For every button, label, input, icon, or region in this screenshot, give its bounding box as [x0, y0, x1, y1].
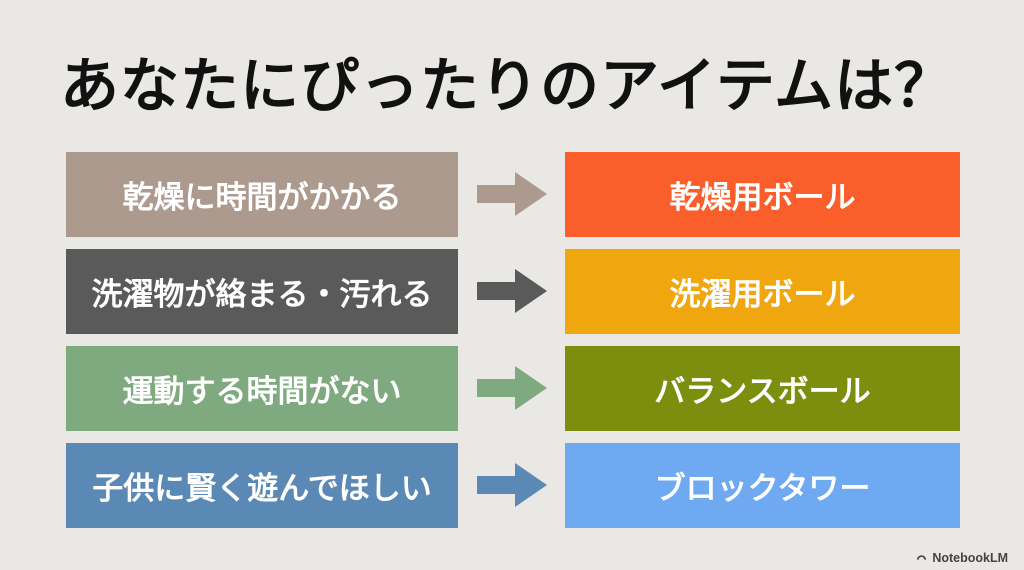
right-arrow-icon — [477, 269, 547, 313]
problem-box: 洗濯物が絡まる・汚れる — [66, 249, 458, 334]
right-arrow-icon — [477, 463, 547, 507]
notebooklm-label: NotebookLM — [932, 551, 1008, 565]
mapping-row: 子供に賢く遊んでほしい ブロックタワー — [0, 443, 1024, 528]
problem-box: 乾燥に時間がかかる — [66, 152, 458, 237]
problem-box: 運動する時間がない — [66, 346, 458, 431]
notebooklm-icon — [917, 554, 927, 560]
item-box: 洗濯用ボール — [565, 249, 960, 334]
mapping-row: 運動する時間がない バランスボール — [0, 346, 1024, 431]
notebooklm-logo: NotebookLM — [915, 551, 1008, 565]
item-box: 乾燥用ボール — [565, 152, 960, 237]
right-arrow-icon — [477, 172, 547, 216]
problem-box: 子供に賢く遊んでほしい — [66, 443, 458, 528]
item-box: ブロックタワー — [565, 443, 960, 528]
page-title: あなたにぴったりのアイテムは？ — [60, 53, 955, 119]
item-box: バランスボール — [565, 346, 960, 431]
right-arrow-icon — [477, 366, 547, 410]
mapping-row: 乾燥に時間がかかる 乾燥用ボール — [0, 152, 1024, 237]
mapping-row: 洗濯物が絡まる・汚れる 洗濯用ボール — [0, 249, 1024, 334]
